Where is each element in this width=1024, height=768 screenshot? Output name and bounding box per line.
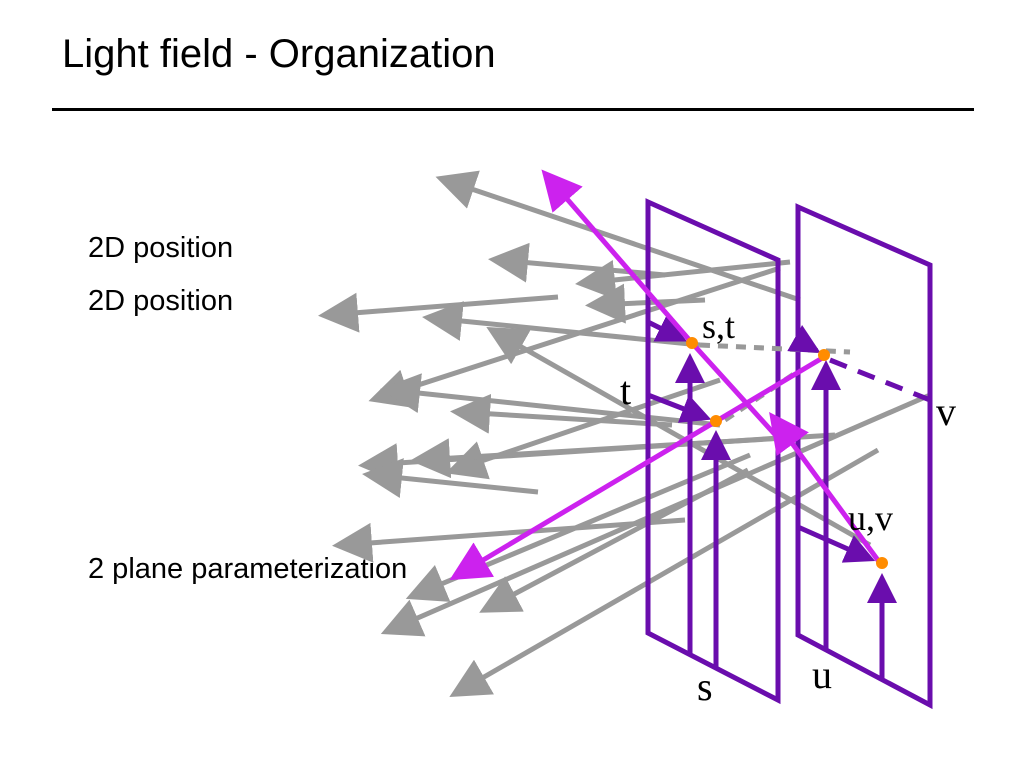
highlight-ray-group — [449, 169, 883, 581]
label-uv: u,v — [848, 498, 893, 538]
label-s: s — [697, 664, 713, 709]
v-axis-line — [787, 325, 821, 353]
intersection-point — [818, 349, 830, 361]
gray-ray — [405, 452, 751, 602]
gray-ray — [422, 301, 701, 348]
label-u: u — [812, 652, 832, 697]
uv-plane — [795, 203, 933, 710]
gray-ray — [479, 467, 750, 613]
gray-ray — [410, 432, 836, 479]
v-axis-dashed — [829, 357, 931, 403]
bullet-2d-position-2: 2D position — [88, 285, 234, 317]
gray-ray — [318, 292, 559, 333]
gray-ray — [435, 170, 801, 303]
gray-ray-group — [318, 170, 931, 697]
slide-title: Light field - Organization — [62, 32, 496, 76]
gray-ray — [362, 458, 539, 498]
st-plane — [645, 198, 781, 705]
highlight-ray — [769, 411, 883, 565]
gray-ray — [575, 259, 791, 300]
highlight-ray — [541, 169, 694, 345]
label-t: t — [620, 368, 631, 413]
title-divider — [52, 108, 974, 111]
label-v: v — [936, 389, 956, 434]
gray-ray — [380, 373, 721, 428]
gray-ray — [449, 447, 880, 697]
intersection-point — [710, 415, 722, 427]
t-axis-line — [646, 314, 687, 342]
label-st: s,t — [702, 306, 735, 346]
v-axis-line — [796, 524, 876, 563]
uv-coordinate-arrows — [787, 325, 931, 680]
st-coordinate-arrows — [646, 314, 731, 668]
intersection-point — [686, 337, 698, 349]
gray-ray — [450, 393, 673, 434]
gray-ray-dashed — [699, 342, 851, 355]
highlight-ray — [449, 354, 826, 581]
intersection-point — [876, 557, 888, 569]
bullet-2d-position-1: 2D position — [88, 232, 234, 264]
gray-ray — [368, 265, 781, 408]
gray-ray — [332, 517, 686, 563]
highlight-ray-link — [690, 341, 780, 440]
t-axis-line — [647, 392, 712, 423]
intersection-points — [686, 337, 888, 569]
gray-ray — [488, 242, 666, 283]
